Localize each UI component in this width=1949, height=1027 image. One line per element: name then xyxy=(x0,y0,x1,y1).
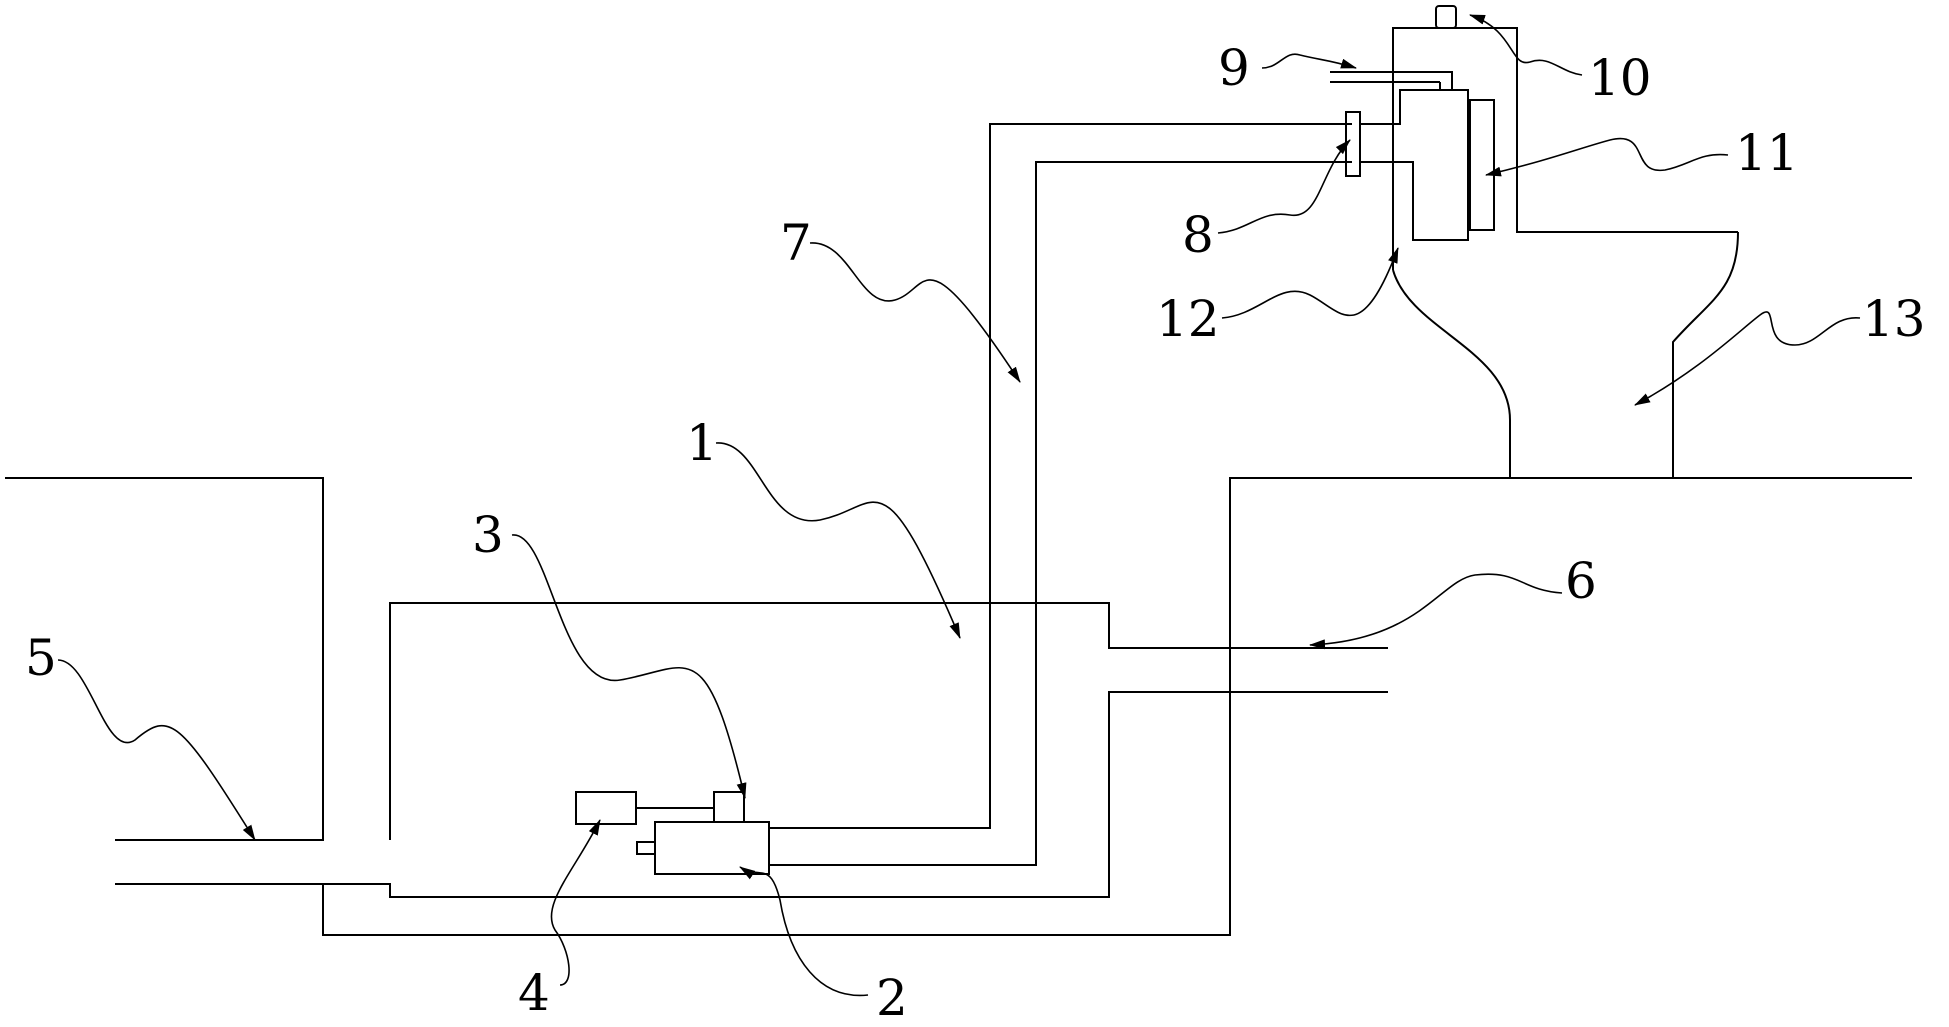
pump-motor xyxy=(636,821,770,875)
label-4: 4 xyxy=(518,964,550,1022)
label-9: 9 xyxy=(1218,39,1250,97)
hopper xyxy=(1392,231,1739,478)
label-6: 6 xyxy=(1565,552,1597,610)
control-box xyxy=(575,791,745,825)
label-12: 12 xyxy=(1156,290,1220,348)
label-11: 11 xyxy=(1735,124,1799,182)
label-13: 13 xyxy=(1862,290,1926,348)
label-1: 1 xyxy=(686,414,718,472)
label-3: 3 xyxy=(472,506,504,564)
left-ground-outline xyxy=(5,477,1912,936)
label-7: 7 xyxy=(780,214,812,272)
label-8: 8 xyxy=(1182,206,1214,264)
riser-pipe xyxy=(769,123,1352,866)
label-2: 2 xyxy=(876,969,908,1027)
number-labels: 5 3 1 7 4 2 6 8 9 10 11 12 13 xyxy=(25,39,1926,1027)
label-5: 5 xyxy=(25,629,57,687)
valve-assembly xyxy=(1330,5,1738,270)
label-10: 10 xyxy=(1588,49,1652,107)
flange xyxy=(1345,111,1361,177)
tank-body xyxy=(115,602,1388,898)
leader-lines xyxy=(57,14,1861,997)
